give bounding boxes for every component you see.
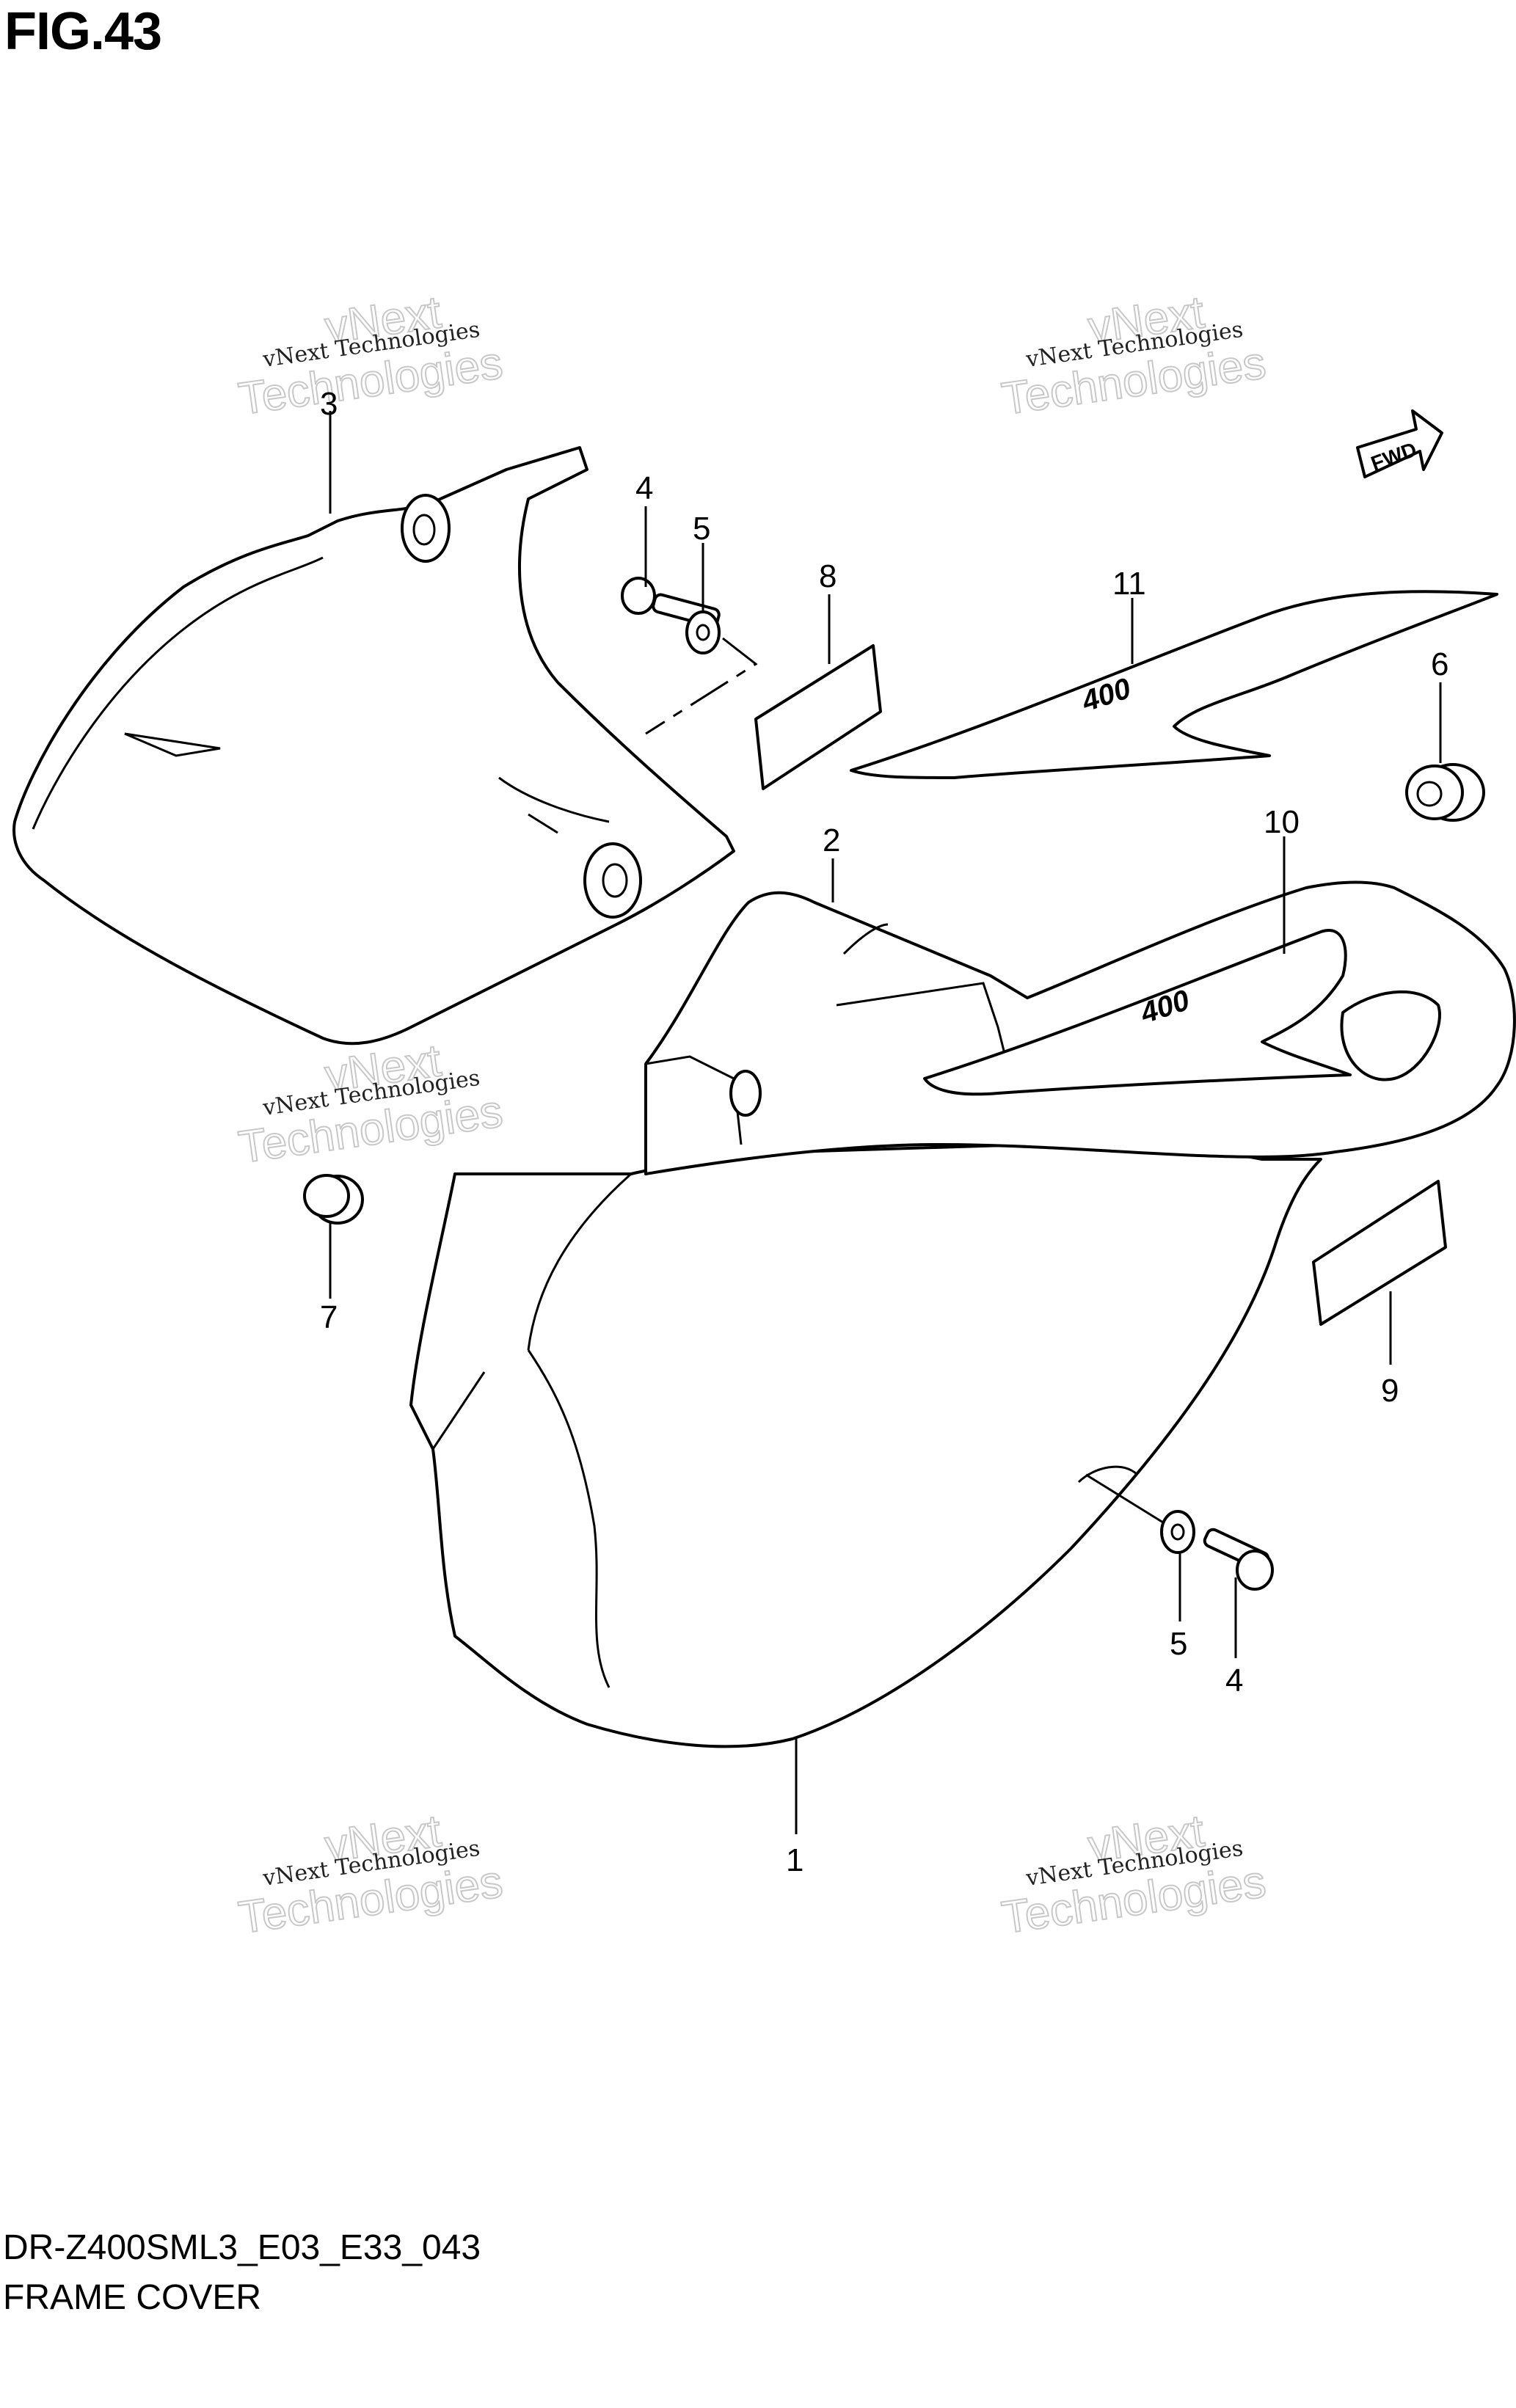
watermark: Technologies vNext vNext Technologies (998, 286, 1269, 426)
callout-7: 7 (320, 1299, 338, 1335)
part-5-washer-upper (685, 610, 721, 654)
watermark: Technologies vNext vNext Technologies (998, 1805, 1269, 1944)
part-5-washer-lower (1160, 1510, 1195, 1554)
part-10-decal: 400 (923, 929, 1352, 1096)
callout-1: 1 (786, 1842, 803, 1878)
watermark: Technologies vNext vNext Technologies (235, 286, 506, 426)
figure-title: FIG.43 (4, 2, 162, 61)
part-4-bolt-lower (1203, 1528, 1274, 1591)
part-7-grommet (303, 1174, 364, 1225)
callout-5: 5 (693, 511, 710, 547)
callout-6: 6 (1431, 646, 1448, 682)
watermark: Technologies vNext vNext Technologies (235, 1805, 506, 1944)
diagram-caption: FRAME COVER (3, 2278, 262, 2317)
part-8-pad (754, 644, 882, 790)
callout-5-lower: 5 (1170, 1626, 1187, 1662)
watermark: Technologies vNext vNext Technologies (235, 1035, 506, 1174)
callout-10: 10 (1264, 804, 1300, 840)
part-9-pad (1312, 1180, 1447, 1326)
callout-9: 9 (1381, 1373, 1399, 1409)
fwd-arrow-icon: FWD (1356, 409, 1443, 478)
diagram-code: DR-Z400SML3_E03_E33_043 (3, 2228, 481, 2267)
callout-4: 4 (635, 470, 653, 506)
callout-11: 11 (1112, 566, 1146, 602)
part-11-decal: 400 (850, 590, 1498, 779)
callout-2: 2 (823, 822, 840, 858)
callout-3: 3 (320, 386, 338, 422)
callout-4-lower: 4 (1225, 1663, 1243, 1699)
part-3-side-cover (12, 446, 735, 1046)
part-6-grommet (1405, 763, 1485, 822)
callout-8: 8 (819, 558, 837, 594)
